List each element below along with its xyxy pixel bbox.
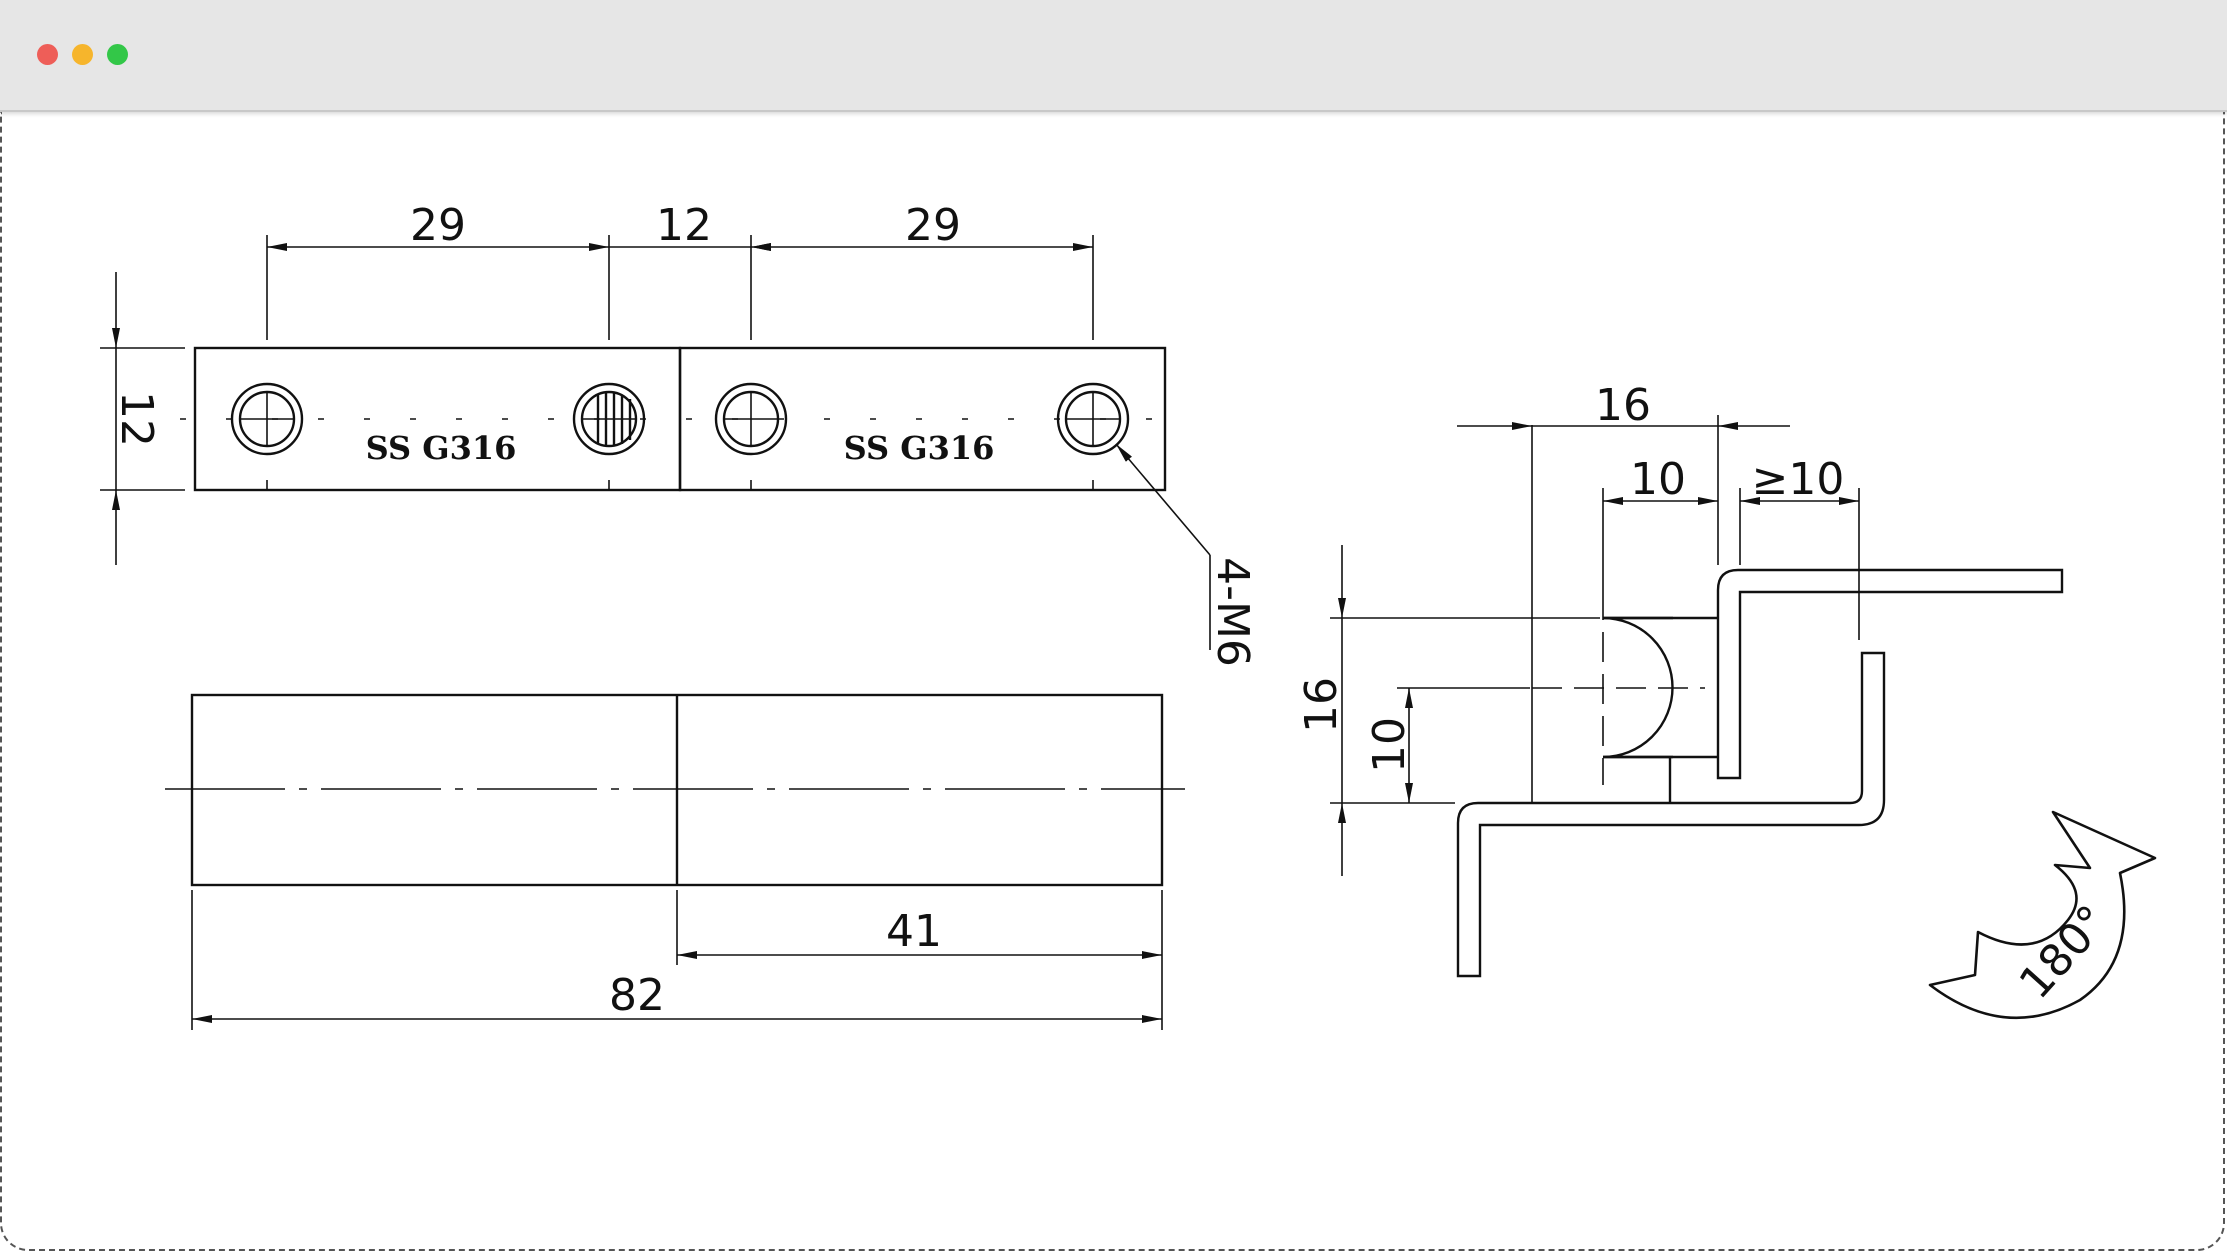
- maximize-window-button[interactable]: [107, 44, 128, 65]
- hole-1: [230, 382, 304, 456]
- dim-width-total: 16: [1595, 380, 1651, 431]
- hole-callout: 4-M6: [1207, 557, 1258, 667]
- right-leaf-outline: [678, 346, 1167, 492]
- dim-knuckle-width: 10: [1630, 454, 1686, 505]
- hole-2-knurled: [572, 382, 646, 456]
- marking-right: SS G316: [844, 429, 995, 467]
- dim-half-length: 41: [886, 906, 942, 957]
- hole-3: [714, 382, 788, 456]
- dim-height: 12: [111, 391, 162, 447]
- upper-leaf: [1716, 568, 2064, 780]
- top-view: SS G316 SS G316 29 12 29 12 4-M6: [100, 200, 1258, 667]
- dim-height-total: 16: [1296, 677, 1347, 733]
- drawing-canvas: [0, 112, 2225, 1251]
- dim-spacing-left: 29: [410, 200, 466, 251]
- dim-spacing-right: 29: [905, 200, 961, 251]
- close-window-button[interactable]: [37, 44, 58, 65]
- hole-4: [1056, 382, 1130, 456]
- front-view: 41 82: [165, 693, 1185, 1030]
- rotation-indicator: 180°: [1928, 810, 2157, 1020]
- lower-leaf: [1456, 651, 1886, 978]
- hole-callout-leader: [1115, 443, 1211, 556]
- dim-clearance: ≥10: [1752, 454, 1845, 505]
- dim-knuckle-height: 10: [1364, 717, 1415, 773]
- dim-spacing-mid: 12: [656, 200, 712, 251]
- marking-left: SS G316: [366, 429, 517, 467]
- dim-total-length: 82: [609, 970, 665, 1021]
- rotation-arrow-icon: [1928, 810, 2157, 1020]
- side-view: 16 10 ≥10 16 10: [1296, 380, 2064, 978]
- window-titlebar: [0, 0, 2227, 112]
- minimize-window-button[interactable]: [72, 44, 93, 65]
